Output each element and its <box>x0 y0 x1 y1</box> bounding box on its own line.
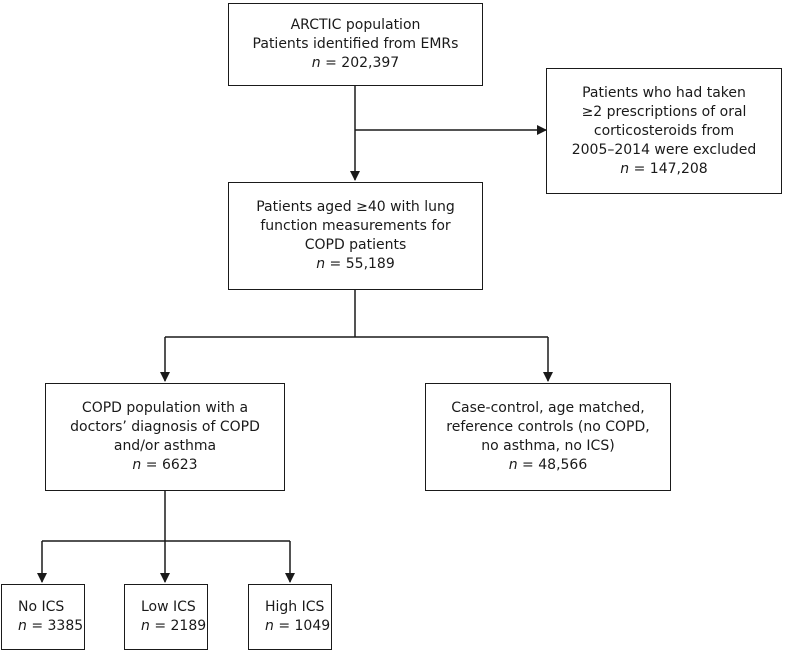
node-count: n = 2189 <box>141 617 206 636</box>
node-text-line: function measurements for <box>260 218 451 234</box>
n-value: 55,189 <box>345 256 395 272</box>
n-equals: = <box>149 618 171 634</box>
n-equals: = <box>141 457 162 473</box>
node-count: n = 1049 <box>265 617 330 636</box>
node-text-line: Patients who had taken <box>582 84 746 101</box>
n-label: n <box>18 618 27 634</box>
node-count: n = 48,566 <box>509 456 588 475</box>
node-text-line: Case-control, age matched, <box>451 400 645 416</box>
node-count: n = 55,189 <box>316 255 395 274</box>
node-count: n = 3385 <box>18 617 83 636</box>
node-text-line: 2005–2014 were excluded <box>571 141 757 158</box>
node-text-line: no asthma, no ICS) <box>481 438 615 454</box>
n-value: 2189 <box>170 618 207 634</box>
n-label: n <box>141 618 150 634</box>
node-aged-40-lung-function: Patients aged ≥40 with lung function meas… <box>228 182 483 290</box>
n-value: 147,208 <box>649 160 708 177</box>
node-text-line: doctors’ diagnosis of COPD <box>70 419 260 435</box>
node-low-ics: Low ICS n = 2189 <box>124 584 208 650</box>
node-count: n = 202,397 <box>312 54 399 73</box>
node-count: n = 147,208 <box>620 160 707 179</box>
n-value: 6623 <box>161 457 198 473</box>
node-text-line: corticosteroids from <box>593 122 735 139</box>
n-equals: = <box>26 618 48 634</box>
n-equals: = <box>629 160 650 177</box>
n-equals: = <box>325 256 346 272</box>
node-text-line: Low ICS <box>141 599 196 615</box>
node-text-line: COPD population with a <box>81 400 249 416</box>
node-text-line: and/or asthma <box>113 438 217 454</box>
node-text-line: High ICS <box>265 599 325 615</box>
n-value: 3385 <box>47 618 84 634</box>
node-text-line: ARCTIC population <box>290 17 421 33</box>
n-label: n <box>311 55 321 71</box>
n-label: n <box>316 256 326 272</box>
node-text-line: No ICS <box>18 599 65 615</box>
n-label: n <box>620 160 630 177</box>
node-reference-controls: Case-control, age matched, reference cont… <box>425 383 671 491</box>
n-label: n <box>132 457 142 473</box>
node-no-ics: No ICS n = 3385 <box>1 584 85 650</box>
n-value: 1049 <box>294 618 331 634</box>
node-text-line: ≥2 prescriptions of oral <box>581 103 747 120</box>
node-high-ics: High ICS n = 1049 <box>248 584 332 650</box>
node-excluded-patients: Patients who had taken ≥2 prescriptions o… <box>546 68 782 194</box>
n-equals: = <box>517 457 539 473</box>
n-value: 48,566 <box>538 457 588 473</box>
node-text-line: reference controls (no COPD, <box>446 419 650 435</box>
n-label: n <box>508 457 518 473</box>
node-text-line: Patients identified from EMRs <box>252 36 459 52</box>
n-equals: = <box>273 618 295 634</box>
node-text-line: Patients aged ≥40 with lung <box>256 199 455 215</box>
node-text-line: COPD patients <box>304 237 407 253</box>
node-copd-population: COPD population with a doctors’ diagnosis… <box>45 383 285 491</box>
n-label: n <box>265 618 274 634</box>
n-value: 202,397 <box>341 55 400 71</box>
n-equals: = <box>320 55 342 71</box>
node-count: n = 6623 <box>132 456 197 475</box>
